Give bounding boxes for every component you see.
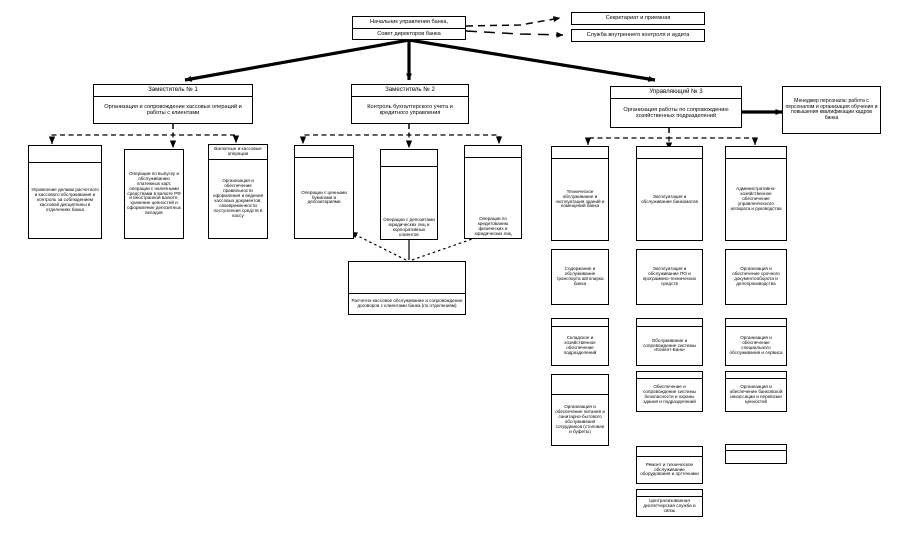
wire-dep2-child1 (299, 124, 410, 145)
node-deputy-2[interactable]: Заместитель № 2 Контроль бухгалтерского … (351, 84, 469, 124)
dep1-child-1-caption (29, 146, 101, 163)
dep3-c2-3-body: Обслуживание и сопровождение системы «Кл… (643, 337, 696, 353)
node-dep1-child-3[interactable]: Валютные и кассовые операции Организация… (208, 144, 268, 239)
dep3-c2-3-caption (637, 319, 702, 327)
node-dep3-c1-4[interactable]: Организация и обеспечение питания и сани… (551, 374, 609, 446)
deputy-2-caption: Заместитель № 2 (352, 85, 468, 97)
node-dep1-child-2[interactable]: Операции по выпуску и обслуживанию плате… (124, 149, 184, 239)
node-dep3-c1-1[interactable]: Техническое обслуживание и эксплуатация … (551, 146, 609, 241)
wire-root-to-audit (465, 30, 564, 38)
dep3-c2-2-body: Эксплуатация и обслуживание ПО и програм… (642, 266, 697, 286)
node-deputy-1[interactable]: Заместитель № 1 Организация и сопровожде… (93, 84, 253, 124)
dep3-c3-3-body: Организация и обеспечение специального о… (729, 335, 783, 355)
node-secretariat[interactable]: Секретариат и приемная (571, 12, 705, 25)
wire-root-to-secretariat (465, 16, 561, 27)
dep3-c1-4-caption (552, 375, 608, 395)
dep3-c1-1-body: Техническое обслуживание и эксплуатация … (555, 188, 605, 209)
dep3-c3-1-caption (726, 147, 786, 159)
wire-dep1-child3 (172, 124, 240, 144)
dep2-bottom-caption (349, 262, 465, 294)
wire-dep2-child3 (408, 124, 503, 145)
root-body: Совет директоров банка (377, 30, 441, 37)
dep3-c1-1-caption (552, 147, 608, 159)
node-dep3-c2-3[interactable]: Обслуживание и сопровождение системы «Кл… (636, 318, 703, 366)
deputy-1-caption: Заместитель № 1 (94, 85, 252, 97)
node-dep3-c1-2[interactable]: Содержание и обслуживание транспорта авт… (551, 249, 609, 305)
dep1-child-2-body: Операции по выпуску и обслуживанию плате… (127, 170, 181, 216)
node-dep3-c3-4[interactable]: Организация и обеспечение банковской инк… (725, 371, 787, 412)
dep3-c2-4-caption (637, 372, 702, 379)
dep3-c1-3-caption (552, 319, 608, 327)
node-dep3-c2-5[interactable]: Ремонт и техническое обслуживание оборуд… (636, 446, 703, 484)
deputy-2-body: Контроль бухгалтерского учета и кредитно… (367, 103, 453, 116)
dep1-child-3-caption: Валютные и кассовые операции (209, 145, 267, 160)
wire-dep3-col3 (668, 128, 759, 146)
node-root[interactable]: Начальник управления банка, Совет директ… (352, 16, 466, 40)
dep3-c1-2-body: Содержание и обслуживание транспорта авт… (556, 266, 604, 286)
dep3-c1-4-body: Организация и обеспечение питания и сани… (555, 404, 605, 434)
node-internal-audit[interactable]: Служба внутреннего контроля и аудита (571, 29, 705, 42)
dep3-c3-4-caption (726, 372, 786, 379)
dep3-c3-2-body: Организация и обеспечение срочного докум… (732, 266, 780, 286)
node-dep3-c2-2[interactable]: Эксплуатация и обслуживание ПО и програм… (636, 249, 703, 305)
dep3-c2-5-caption (637, 447, 702, 457)
node-dep3-c2-6[interactable]: Централизованная диспетчерская служба и … (636, 489, 703, 517)
internal-audit-label: Служба внутреннего контроля и аудита (586, 32, 690, 39)
root-caption: Начальник управления банка, (353, 17, 465, 29)
dep3-c1-3-body: Складское и хозяйственное обеспечение по… (563, 335, 597, 355)
dep3-c3-5-body (726, 451, 786, 463)
dep3-c2-6-body: Централизованная диспетчерская служба и … (643, 498, 696, 513)
node-dep3-c2-4[interactable]: Обеспечение и сопровождение системы безо… (636, 371, 703, 412)
node-dep2-child-3[interactable]: Операции по кредитованию физических и юр… (464, 145, 522, 239)
dep2-child-2-body: Операции с депозитами юридических лиц и … (383, 217, 435, 238)
dep2-child-1-body: Операции с ценными бумагами и депозитари… (301, 189, 347, 205)
node-dep3-c2-1[interactable]: Эксплуатация и обслуживание банкоматов (636, 146, 703, 241)
node-dep3-c3-2[interactable]: Организация и обеспечение срочного докум… (725, 249, 787, 305)
wire-root-to-dep1 (184, 38, 410, 82)
wire-dep3-col1 (584, 128, 670, 146)
dep3-c2-1-caption (637, 147, 702, 159)
dep1-child-1-body: Управление делами расчетного и кассового… (31, 187, 99, 212)
node-dep3-c1-3[interactable]: Складское и хозяйственное обеспечение по… (551, 318, 609, 366)
dep3-c3-4-body: Организация и обеспечение банковской инк… (729, 384, 783, 404)
dep2-child-3-caption (465, 146, 521, 158)
dep3-c3-3-caption (726, 319, 786, 327)
node-dep2-child-1[interactable]: Операции с ценными бумагами и депозитари… (294, 145, 354, 239)
node-dep3-c3-5[interactable] (725, 444, 787, 464)
dep3-c2-6-caption (637, 490, 702, 497)
dep3-c2-1-body: Эксплуатация и обслуживание банкоматов (641, 193, 698, 204)
deputy-3-caption: Управляющий № 3 (611, 87, 741, 99)
dep2-child-2-caption (381, 150, 437, 167)
node-dep3-c3-1[interactable]: Административно-хозяйственное обеспечени… (725, 146, 787, 241)
dep3-c2-5-body: Ремонт и техническое обслуживание оборуд… (640, 461, 699, 477)
wire-root-to-dep3 (408, 38, 656, 82)
deputy-3-body: Организация работы по сопровождению хозя… (623, 106, 729, 119)
node-dep1-child-1[interactable]: Управление делами расчетного и кассового… (28, 145, 102, 239)
hr-manager-body: Менеджер персонала: работа с персоналом … (785, 98, 878, 121)
dep1-child-3-body: Организация и обеспечение правильности о… (212, 178, 264, 218)
secretariat-label: Секретариат и приемная (605, 15, 671, 22)
dep2-bottom-body: Расчетно-кассовое обслуживание и сопрово… (351, 298, 463, 308)
node-dep3-c3-3[interactable]: Организация и обеспечение специального о… (725, 318, 787, 366)
dep2-child-3-body: Операции по кредитованию физических и юр… (474, 216, 512, 237)
dep3-c3-1-body: Административно-хозяйственное обеспечени… (730, 186, 782, 211)
node-deputy-3[interactable]: Управляющий № 3 Организация работы по со… (610, 86, 742, 128)
dep3-c2-4-body: Обеспечение и сопровождение системы безо… (643, 384, 696, 404)
deputy-1-body: Организация и сопровождение кассовых опе… (104, 103, 242, 116)
node-dep2-bottom[interactable]: Расчетно-кассовое обслуживание и сопрово… (348, 261, 466, 315)
dep3-c3-5-caption (726, 445, 786, 451)
node-dep2-child-2[interactable]: Операции с депозитами юридических лиц и … (380, 149, 438, 240)
node-hr-manager[interactable]: Менеджер персонала: работа с персоналом … (782, 86, 881, 134)
dep2-child-1-caption (295, 146, 353, 158)
wire-dep1-child1 (48, 124, 174, 145)
